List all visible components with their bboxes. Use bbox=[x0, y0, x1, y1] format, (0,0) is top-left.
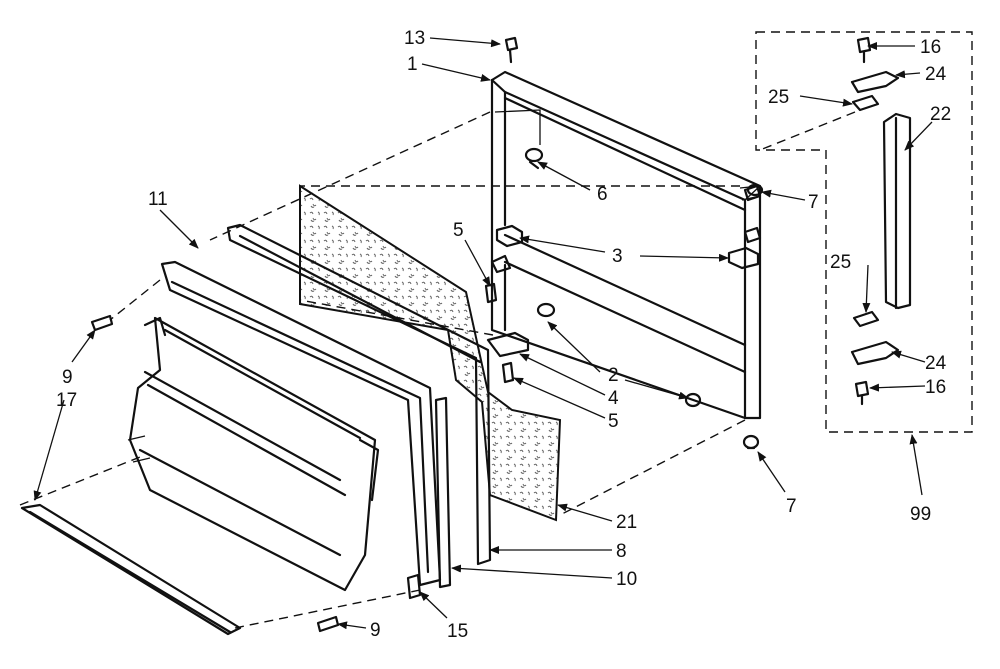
callout-label: 13 bbox=[404, 28, 425, 49]
leader-lines bbox=[33, 37, 933, 630]
callout-label: 2 bbox=[608, 365, 619, 386]
callout-label: 25 bbox=[830, 252, 851, 273]
hinge-kit bbox=[755, 31, 973, 433]
callout-label: 7 bbox=[786, 496, 797, 517]
callout-labels: 13 1 16 24 25 22 6 7 11 5 3 25 2 4 5 24 … bbox=[56, 28, 951, 642]
door-liner bbox=[127, 260, 442, 592]
bottom-trim bbox=[20, 503, 242, 636]
callout-label: 21 bbox=[616, 512, 637, 533]
callout-label: 9 bbox=[370, 620, 381, 641]
callout-label: 1 bbox=[407, 54, 418, 75]
callout-label: 7 bbox=[808, 192, 819, 213]
callout-label: 25 bbox=[768, 87, 789, 108]
callout-label: 4 bbox=[608, 388, 619, 409]
callout-label: 11 bbox=[148, 189, 168, 210]
callout-label: 5 bbox=[608, 411, 619, 432]
door-frame bbox=[490, 70, 762, 420]
callout-label: 99 bbox=[910, 504, 931, 525]
alignment-lines bbox=[19, 111, 856, 629]
callout-label: 9 bbox=[62, 367, 73, 388]
callout-label: 16 bbox=[925, 377, 946, 398]
callout-label: 24 bbox=[925, 353, 947, 374]
callout-label: 16 bbox=[920, 37, 941, 58]
callout-label: 6 bbox=[597, 184, 608, 205]
callout-label: 24 bbox=[925, 64, 947, 85]
hinge-blocks bbox=[486, 184, 762, 358]
callout-label: 3 bbox=[612, 246, 623, 267]
callout-label: 17 bbox=[56, 390, 77, 411]
callout-label: 5 bbox=[453, 220, 464, 241]
door-gasket bbox=[226, 223, 492, 566]
callout-label: 10 bbox=[616, 569, 637, 590]
callout-label: 15 bbox=[447, 621, 468, 642]
callout-label: 8 bbox=[616, 541, 627, 562]
insulation-panel bbox=[299, 184, 562, 522]
callout-label: 22 bbox=[930, 104, 951, 125]
